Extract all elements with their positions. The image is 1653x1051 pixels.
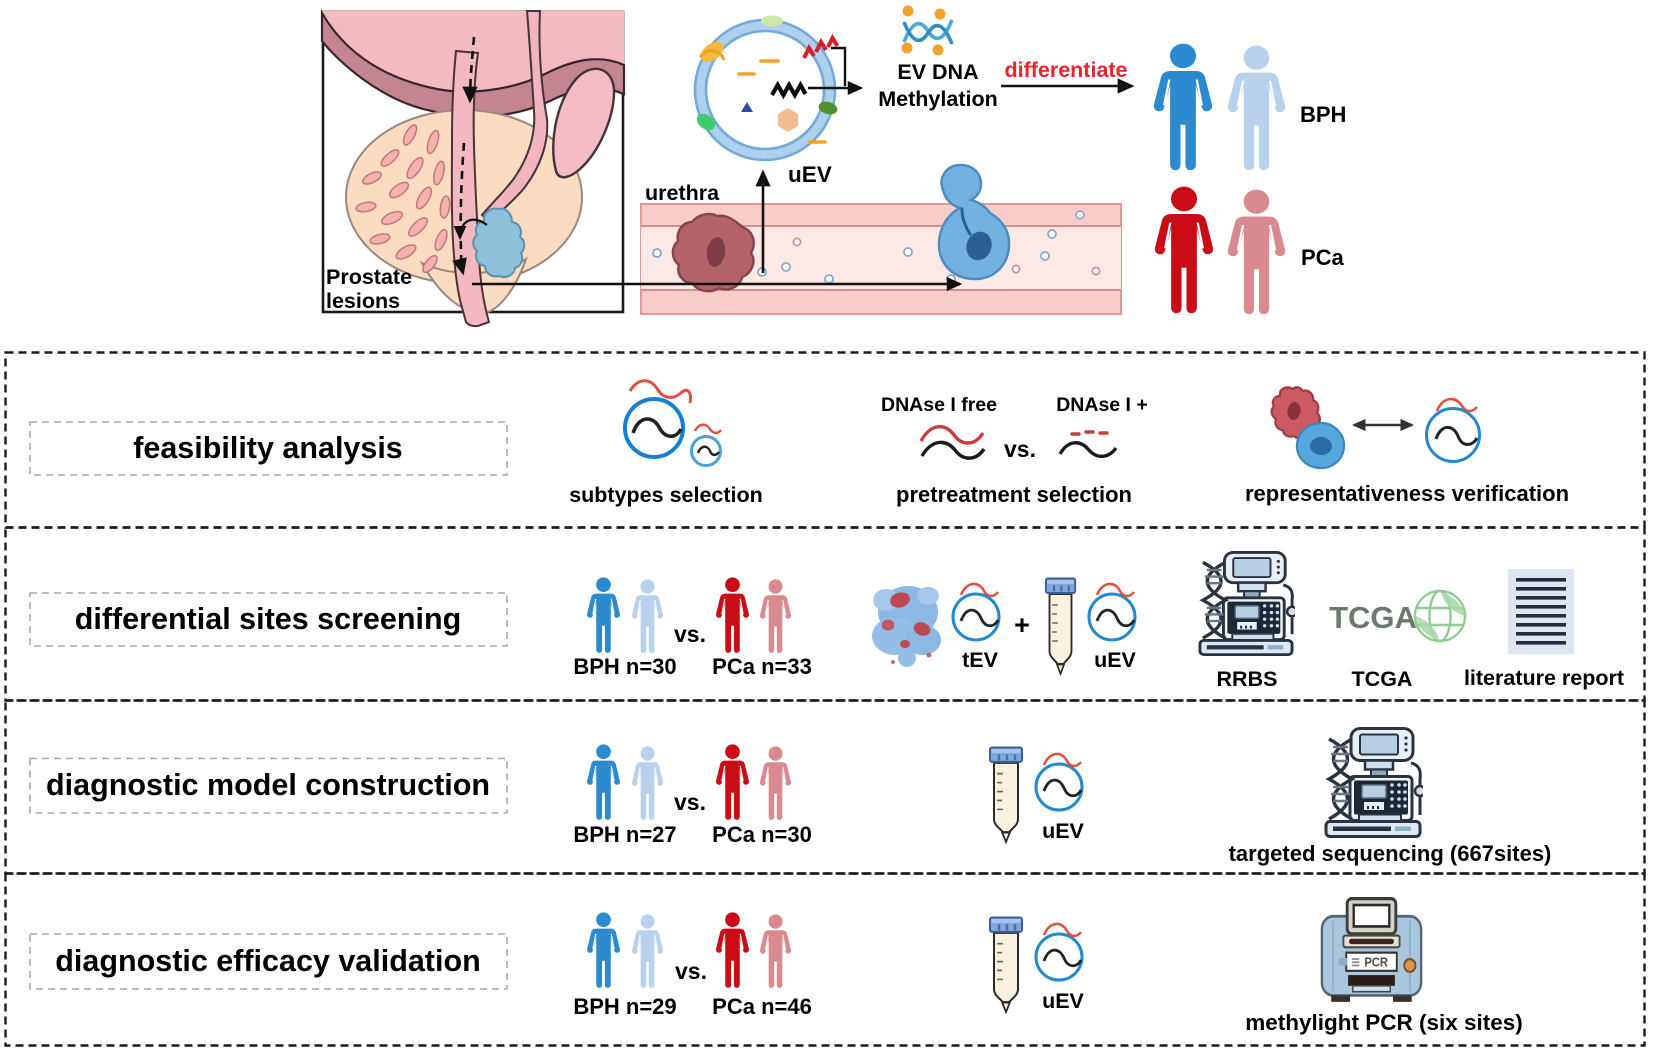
svg-text:EV DNA: EV DNA (897, 60, 978, 84)
svg-text:literature report: literature report (1464, 666, 1624, 690)
svg-text:BPH n=29: BPH n=29 (573, 994, 676, 1019)
svg-text:targeted sequencing (667sites): targeted sequencing (667sites) (1229, 841, 1552, 866)
svg-text:differentiate: differentiate (1004, 58, 1127, 82)
svg-text:BPH: BPH (1300, 102, 1346, 127)
svg-text:lesions: lesions (326, 289, 400, 313)
svg-text:diagnostic model construction: diagnostic model construction (46, 768, 490, 802)
svg-text:PCa n=46: PCa n=46 (712, 994, 812, 1019)
svg-text:representativeness verificatio: representativeness verification (1245, 481, 1569, 506)
svg-text:tEV: tEV (962, 648, 999, 672)
svg-text:uEV: uEV (1042, 819, 1084, 843)
svg-text:DNAse I +: DNAse I + (1056, 394, 1148, 416)
svg-text:BPH n=27: BPH n=27 (573, 822, 676, 847)
svg-text:PCa n=33: PCa n=33 (712, 654, 812, 679)
svg-text:Methylation: Methylation (878, 87, 997, 111)
svg-text:TCGA: TCGA (1329, 600, 1417, 635)
svg-text:differential sites screening: differential sites screening (75, 602, 461, 636)
svg-text:Prostate: Prostate (326, 265, 412, 289)
svg-text:subtypes selection: subtypes selection (569, 483, 763, 507)
svg-text:TCGA: TCGA (1352, 667, 1413, 691)
svg-text:urethra: urethra (645, 181, 720, 205)
svg-text:uEV: uEV (788, 162, 832, 187)
svg-text:methylight PCR (six sites): methylight PCR (six sites) (1245, 1010, 1523, 1035)
svg-text:diagnostic efficacy validation: diagnostic efficacy validation (55, 944, 480, 978)
svg-text:PCa: PCa (1301, 245, 1345, 270)
svg-text:vs.: vs. (674, 621, 706, 647)
svg-text:pretreatment selection: pretreatment selection (896, 482, 1132, 507)
svg-text:uEV: uEV (1042, 989, 1084, 1013)
svg-text:uEV: uEV (1094, 648, 1136, 672)
svg-text:+: + (1014, 610, 1030, 640)
svg-text:vs.: vs. (674, 789, 706, 815)
svg-text:vs.: vs. (675, 958, 707, 984)
svg-text:vs.: vs. (1004, 436, 1036, 462)
svg-text:feasibility analysis: feasibility analysis (133, 431, 403, 465)
svg-text:RRBS: RRBS (1217, 667, 1278, 691)
svg-text:DNAse I free: DNAse I free (881, 394, 997, 416)
svg-text:PCa n=30: PCa n=30 (712, 822, 812, 847)
svg-text:BPH n=30: BPH n=30 (573, 654, 676, 679)
